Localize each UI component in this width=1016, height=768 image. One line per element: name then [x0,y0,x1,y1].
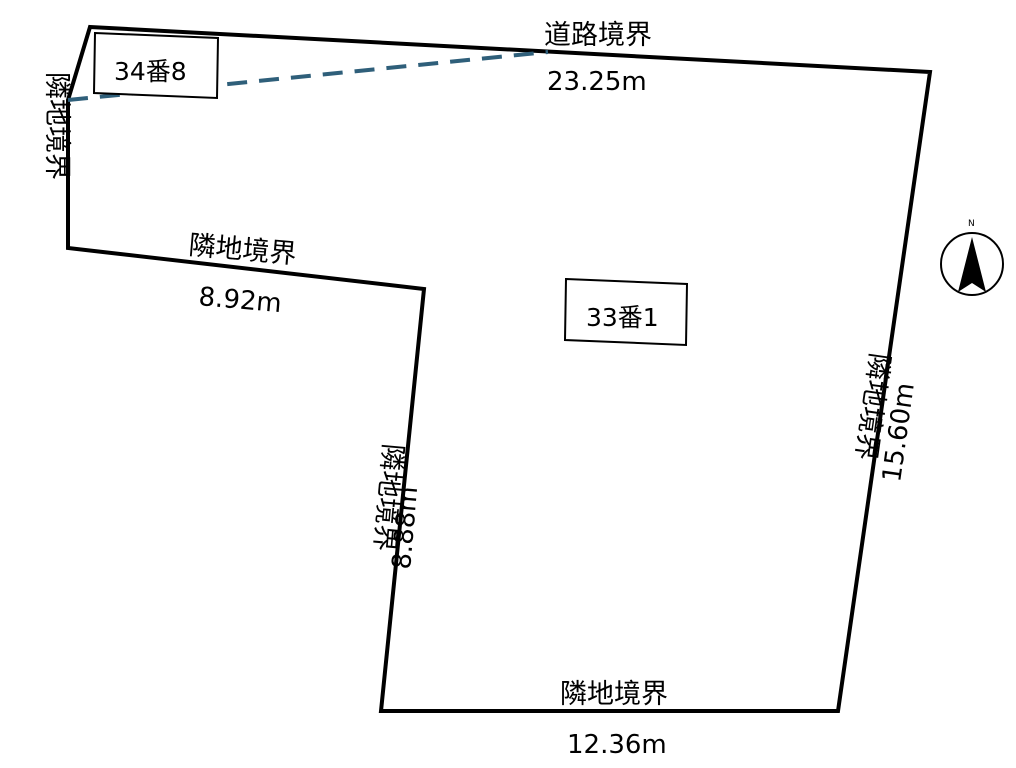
adjacent-west-boundary-label: 隣地境界 [41,72,72,180]
parcel-outline [66,24,933,713]
adjacent-mid-length: 8.92m [197,282,283,319]
compass-north-label: N [968,219,975,229]
north-arrow-icon [940,232,1004,296]
road-north-boundary-label: 道路境界 [544,20,652,51]
adjacent-inner-length: 8.88m [387,485,424,571]
road-north-length: 23.25m [547,67,647,97]
lot-corner-label: 34番8 [114,57,187,86]
lot-main-label-box [563,277,689,347]
adjacent-south-boundary-label: 隣地境界 [560,679,668,710]
adjacent-south-length: 12.36m [567,730,667,760]
lot-main-label: 33番1 [586,303,659,332]
lot-corner-label-box [92,31,220,100]
